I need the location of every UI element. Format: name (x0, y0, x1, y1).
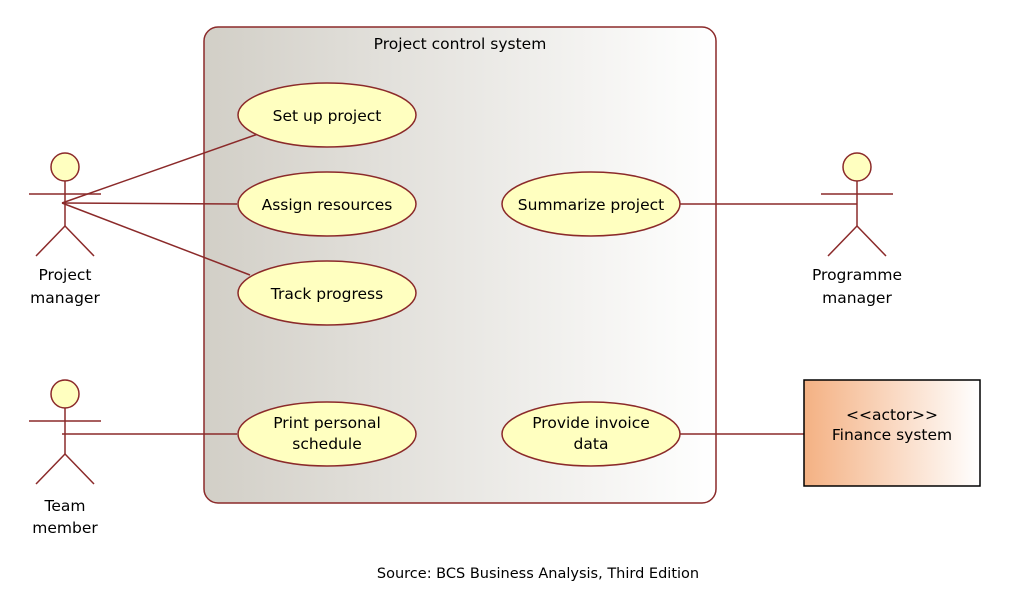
usecase-label-summarize: Summarize project (518, 196, 664, 214)
usecase-label-print-1: Print personal (273, 414, 381, 432)
association-pm-track (61, 202, 251, 276)
actor-head-icon (842, 152, 872, 182)
finance-stereotype: <<actor>> (846, 406, 938, 424)
actor-label-project-manager-2: manager (30, 289, 100, 307)
actor-label-project-manager-1: Project (38, 266, 91, 284)
finance-name: Finance system (832, 426, 952, 444)
usecase-label-invoice-2: data (574, 435, 609, 453)
usecase-label-assign: Assign resources (262, 196, 393, 214)
system-title: Project control system (374, 35, 547, 53)
actor-head-icon (50, 152, 80, 182)
usecase-summarize-project[interactable] (501, 171, 681, 237)
association-pm-setup (61, 133, 259, 204)
actor-label-programme-manager-2: manager (822, 289, 892, 307)
usecase-provide-invoice-data[interactable] (501, 401, 681, 467)
actor-head-icon (50, 379, 80, 409)
actor-label-team-member-1: Team (44, 497, 86, 515)
actor-finance-system[interactable] (803, 379, 981, 487)
usecase-label-track: Track progress (270, 285, 383, 303)
usecase-set-up-project[interactable] (237, 82, 417, 148)
usecase-label-invoice-1: Provide invoice (532, 414, 650, 432)
actor-programme-manager[interactable] (821, 152, 893, 257)
actor-label-programme-manager-1: Programme (812, 266, 902, 284)
usecase-assign-resources[interactable] (237, 171, 417, 237)
usecase-label-print-2: schedule (292, 435, 361, 453)
actor-team-member[interactable] (29, 379, 101, 485)
usecase-print-personal-schedule[interactable] (237, 401, 417, 467)
actor-label-team-member-2: member (32, 519, 98, 537)
usecase-label-setup: Set up project (273, 107, 382, 125)
actor-project-manager[interactable] (29, 152, 101, 257)
source-caption: Source: BCS Business Analysis, Third Edi… (377, 566, 699, 582)
usecase-track-progress[interactable] (237, 260, 417, 326)
association-pm-assign (61, 202, 238, 205)
